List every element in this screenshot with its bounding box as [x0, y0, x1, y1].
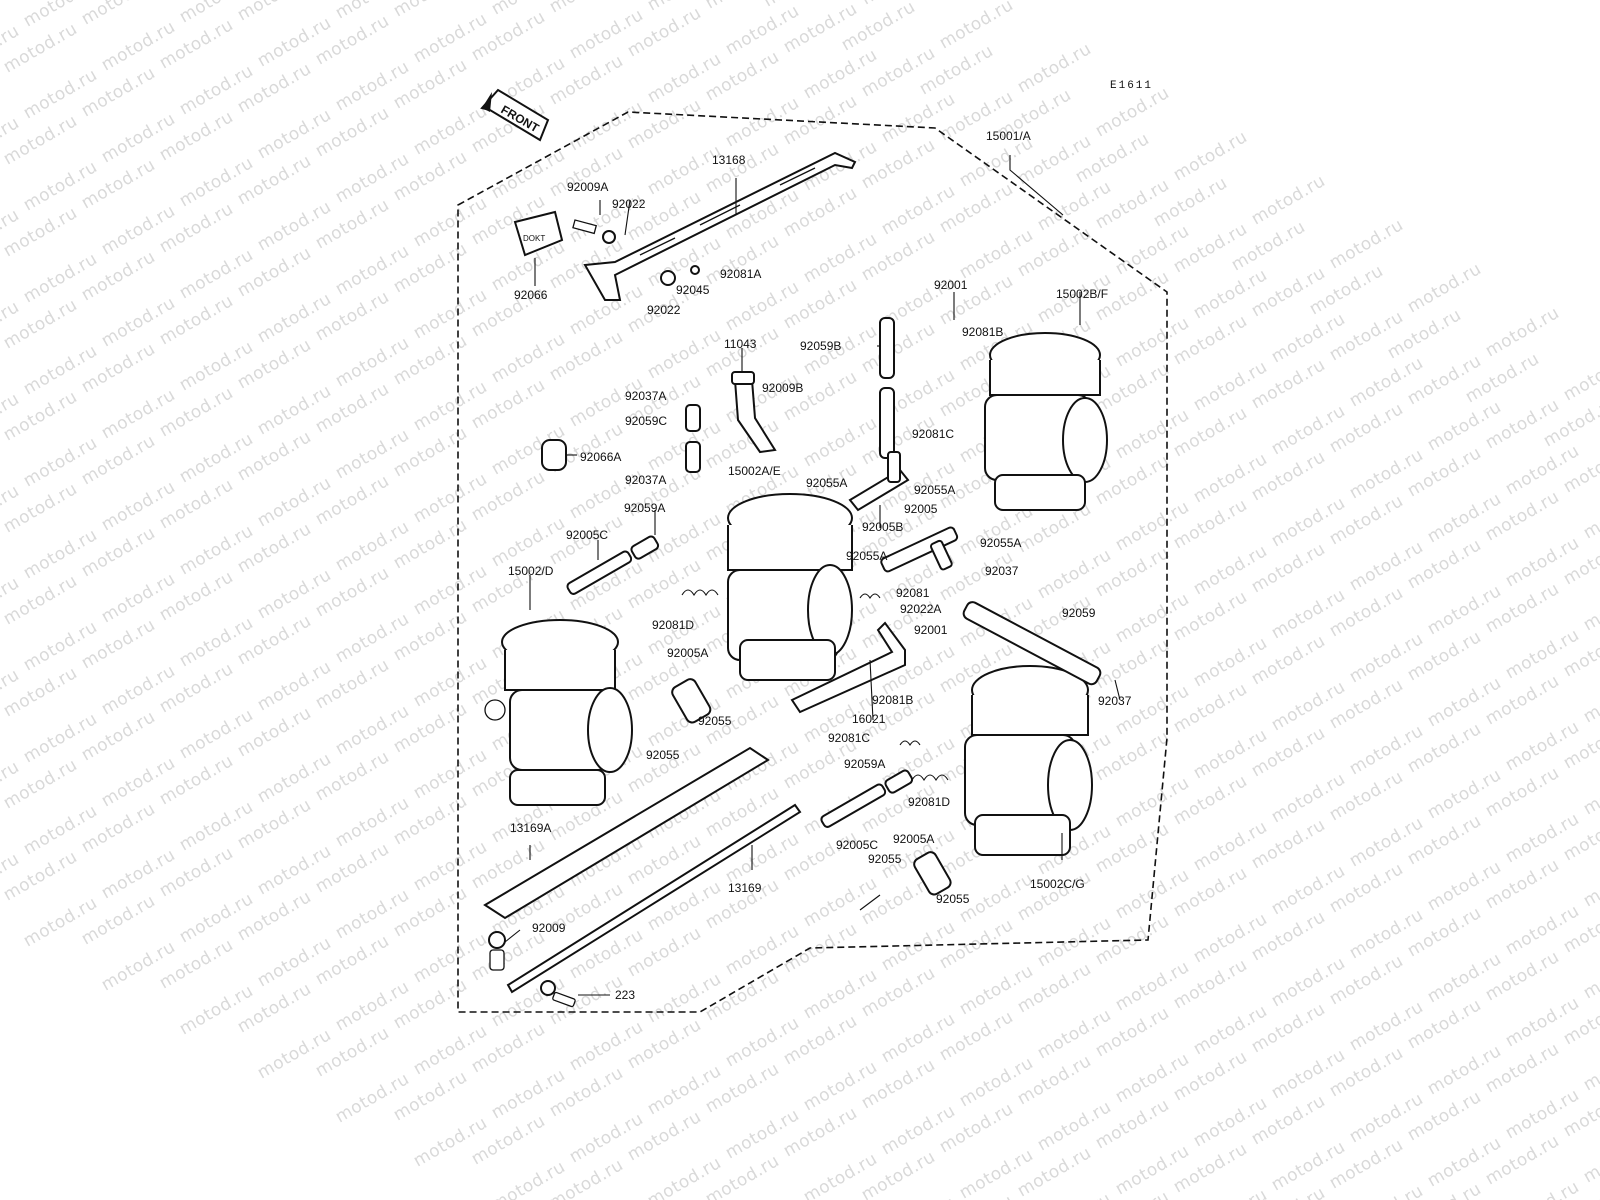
part-15002D-carburetor — [484, 619, 633, 806]
label-92081B-top: 92081B — [962, 325, 1003, 339]
label-92055-left2: 92055 — [646, 748, 680, 762]
label-92081D-mid: 92081D — [908, 795, 950, 809]
label-92037A-bottom: 92037A — [625, 473, 666, 487]
part-92066A-cap — [541, 439, 567, 471]
label-16021: 16021 — [852, 712, 886, 726]
label-92055-right1: 92055 — [868, 852, 902, 866]
part-92059C-tube — [685, 404, 701, 473]
label-92081C-top: 92081C — [912, 427, 954, 441]
label-92037A-top: 92037A — [625, 389, 666, 403]
label-13169: 13169 — [728, 881, 762, 895]
label-92022-top: 92022 — [612, 197, 646, 211]
label-92066A: 92066A — [580, 450, 621, 464]
part-92005C-mid-tube — [820, 769, 914, 828]
part-92005B-tee — [848, 451, 910, 512]
label-15002AE: 15002A/E — [728, 464, 781, 478]
part-15002BF-carburetor — [984, 332, 1108, 511]
part-11043-fitting — [731, 371, 777, 454]
part-92066-cover: DOKT — [513, 210, 564, 257]
label-92009A: 92009A — [567, 180, 608, 194]
label-92055-right2: 92055 — [936, 892, 970, 906]
diagram-code: E1611 — [1110, 80, 1153, 92]
part-92059-tube — [962, 601, 1102, 686]
part-15002CG-carburetor — [964, 665, 1093, 856]
part-92005A-left-tube — [671, 678, 712, 724]
label-92005A-right: 92005A — [893, 832, 934, 846]
label-92081C-mid: 92081C — [828, 731, 870, 745]
part-92059B-tube — [879, 317, 895, 459]
label-92066: 92066 — [514, 288, 548, 302]
label-13169A: 13169A — [510, 821, 551, 835]
label-92037-right: 92037 — [985, 564, 1019, 578]
label-92055-left1: 92055 — [698, 714, 732, 728]
part-13168-bracket — [583, 151, 857, 301]
part-92045-pin — [690, 265, 700, 275]
label-92001-top: 92001 — [934, 278, 968, 292]
part-92009-screw — [488, 931, 506, 971]
label-92055A-right1: 92055A — [914, 483, 955, 497]
part-92081-spring — [681, 589, 949, 782]
front-arrow-icon: FRONT — [480, 88, 550, 142]
part-92009A-screw — [572, 219, 616, 244]
label-223: 223 — [615, 988, 635, 1002]
label-13168: 13168 — [712, 153, 746, 167]
label-92005C-top: 92005C — [566, 528, 608, 542]
part-92005C-tube — [566, 535, 660, 595]
label-92009B: 92009B — [762, 381, 803, 395]
label-92081: 92081 — [896, 586, 930, 600]
label-92055A-left: 92055A — [846, 549, 887, 563]
part-92022-washer — [660, 270, 676, 286]
label-92037-bottom-right: 92037 — [1098, 694, 1132, 708]
label-11043: 11043 — [724, 337, 757, 351]
label-92005B: 92005B — [862, 520, 903, 534]
label-92005: 92005 — [904, 502, 938, 516]
label-15002D: 15002/D — [508, 564, 554, 578]
label-92055A-right2: 92055A — [980, 536, 1021, 550]
label-92005C-mid: 92005C — [836, 838, 878, 852]
label-15002BF: 15002B/F — [1056, 287, 1108, 301]
label-92081B-mid: 92081B — [872, 693, 913, 707]
part-13169-plate — [506, 803, 802, 994]
part-92005-tee — [880, 526, 959, 573]
label-92059B: 92059B — [800, 339, 841, 353]
assembly-boundary — [457, 111, 1168, 1013]
label-92005A-left: 92005A — [667, 646, 708, 660]
label-92081A: 92081A — [720, 267, 761, 281]
label-92059A-top: 92059A — [624, 501, 665, 515]
svg-text:DOKT: DOKT — [523, 234, 545, 243]
label-92009: 92009 — [532, 921, 566, 935]
leader-lines — [504, 155, 1121, 996]
label-92059C: 92059C — [625, 414, 667, 428]
part-223-screw — [540, 980, 576, 1008]
label-92059: 92059 — [1062, 606, 1096, 620]
part-13169A-plate — [483, 746, 770, 920]
label-15001A: 15001/A — [986, 129, 1031, 143]
label-92022-bottom: 92022 — [647, 303, 681, 317]
label-92045: 92045 — [676, 283, 710, 297]
label-92081D-top: 92081D — [652, 618, 694, 632]
label-92055A-mid: 92055A — [806, 476, 847, 490]
label-15002CG: 15002C/G — [1030, 877, 1085, 891]
label-92022A: 92022A — [900, 602, 941, 616]
label-92001-mid: 92001 — [914, 623, 948, 637]
part-15002AE-carburetor — [727, 493, 853, 681]
part-16021-pipe — [790, 621, 906, 714]
label-92059A-mid: 92059A — [844, 757, 885, 771]
part-92005A-right-tube — [913, 851, 952, 896]
